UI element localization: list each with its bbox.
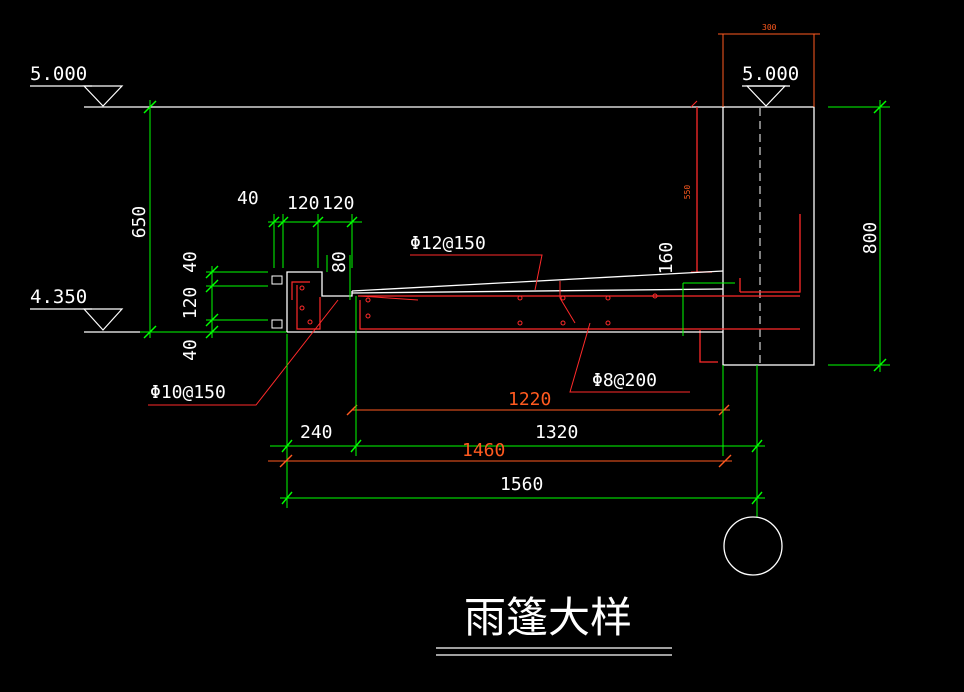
dim-label-160: 160 bbox=[656, 242, 677, 275]
level-label-bottom-left: 4.350 bbox=[30, 286, 87, 308]
dim-label-top-120a: 120 bbox=[287, 193, 320, 214]
rebar-label-phi12: Φ12@150 bbox=[410, 233, 486, 254]
dim-label-side-40b: 40 bbox=[180, 339, 201, 361]
leader-phi10: Φ10@150 bbox=[148, 299, 339, 406]
level-marker-top-right: 5.000 bbox=[742, 63, 799, 107]
dim-label-side-120: 120 bbox=[180, 287, 201, 320]
dim-label-800: 800 bbox=[860, 222, 881, 255]
axis-bubble bbox=[723, 498, 783, 576]
level-label-top-left: 5.000 bbox=[30, 63, 87, 85]
rebar-dots bbox=[299, 285, 658, 326]
dimension-240-1320: 240 1320 bbox=[270, 296, 765, 508]
dim-label-550: 550 bbox=[683, 185, 692, 200]
dimension-80: 80 bbox=[326, 251, 351, 300]
wall-beam bbox=[722, 106, 815, 366]
dim-label-1560: 1560 bbox=[500, 474, 543, 495]
dimension-1560: 1560 bbox=[280, 474, 765, 505]
dim-label-top-120b: 120 bbox=[322, 193, 355, 214]
dim-label-240: 240 bbox=[300, 422, 333, 443]
slab-rebar bbox=[291, 281, 800, 330]
leader-phi8: Φ8@200 bbox=[569, 322, 690, 393]
dimension-650: 650 bbox=[129, 100, 290, 339]
dimension-300: 300 bbox=[718, 23, 820, 107]
dimension-800: 800 bbox=[828, 100, 890, 372]
level-label-top-right: 5.000 bbox=[742, 63, 799, 85]
dim-label-side-40a: 40 bbox=[180, 251, 201, 273]
title-text: 雨篷大样 bbox=[464, 593, 632, 642]
dim-label-300: 300 bbox=[762, 23, 777, 32]
edge-side-dimensions: 40 120 40 bbox=[180, 251, 268, 361]
dim-label-1320: 1320 bbox=[535, 422, 578, 443]
dim-label-80: 80 bbox=[329, 251, 350, 273]
edge-top-dimensions: 40 120 120 bbox=[237, 188, 362, 268]
rebar-label-phi8: Φ8@200 bbox=[592, 370, 657, 391]
dimension-160: 160 bbox=[656, 242, 735, 336]
drawing-title: 雨篷大样 bbox=[436, 593, 672, 656]
dimension-1220: 1220 bbox=[346, 389, 730, 416]
level-marker-bottom-left: 4.350 bbox=[30, 286, 140, 333]
canopy-slab bbox=[271, 270, 724, 333]
leader-phi12: Φ12@150 bbox=[410, 233, 543, 291]
dim-label-1460: 1460 bbox=[462, 440, 505, 461]
dim-label-1220: 1220 bbox=[508, 389, 551, 410]
dim-label-650: 650 bbox=[129, 206, 150, 239]
level-marker-top-left: 5.000 bbox=[30, 63, 140, 108]
dim-label-top-40: 40 bbox=[237, 188, 259, 209]
dimension-1460: 1460 bbox=[268, 440, 732, 468]
rebar-label-phi10: Φ10@150 bbox=[150, 382, 226, 403]
wall-rebar: 550 bbox=[683, 100, 801, 363]
